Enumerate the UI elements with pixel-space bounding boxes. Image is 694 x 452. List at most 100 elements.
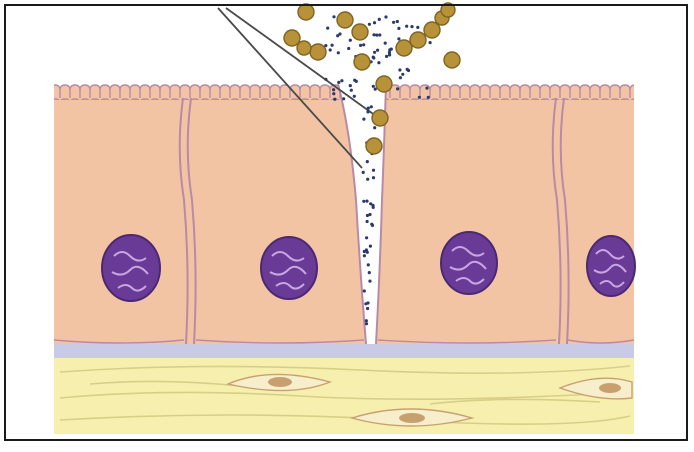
small-particle (410, 25, 413, 28)
small-particle (372, 85, 375, 88)
small-particle (366, 220, 369, 223)
small-particle (375, 34, 378, 37)
small-particle (363, 289, 366, 292)
large-particle (424, 22, 440, 38)
small-particle (363, 250, 366, 253)
small-particle (332, 88, 335, 91)
large-particle (396, 40, 412, 56)
small-particle (365, 322, 368, 325)
small-particle (350, 89, 353, 92)
small-particle (388, 53, 391, 56)
small-particle (399, 76, 402, 79)
small-particle (353, 79, 356, 82)
small-particle (372, 176, 375, 179)
small-particle (372, 56, 375, 59)
small-particle (337, 81, 340, 84)
nucleus (587, 236, 635, 296)
small-particle (405, 25, 408, 28)
small-particle (353, 95, 356, 98)
small-particle (378, 18, 381, 21)
small-particle (337, 51, 340, 54)
small-particle (371, 224, 374, 227)
small-particle (377, 61, 380, 64)
small-particle (367, 107, 370, 110)
small-particle (366, 301, 369, 304)
small-particle (349, 84, 352, 87)
small-particle (429, 41, 432, 44)
small-particle (365, 236, 368, 239)
small-particle (347, 47, 350, 50)
small-particle (384, 15, 387, 18)
small-particle (398, 68, 401, 71)
small-particle (362, 118, 365, 121)
small-particle (392, 21, 395, 24)
small-particle (397, 27, 400, 30)
small-particle (349, 39, 352, 42)
large-particle (372, 110, 388, 126)
large-particle (352, 24, 368, 40)
small-particle (378, 33, 381, 36)
small-particle (373, 126, 376, 129)
nucleus (102, 235, 160, 301)
small-particle (331, 44, 334, 47)
large-particle (298, 4, 314, 20)
small-particle (363, 254, 366, 257)
small-particle (326, 27, 329, 30)
small-particle (406, 68, 409, 71)
small-particle (416, 26, 419, 29)
large-particle (366, 138, 382, 154)
large-particle (444, 52, 460, 68)
small-particle (342, 97, 345, 100)
small-particle (362, 171, 365, 174)
small-particle (332, 92, 335, 95)
small-particle (373, 21, 376, 24)
small-particle (367, 263, 370, 266)
small-particle (362, 43, 365, 46)
large-particle (410, 32, 426, 48)
small-particle (366, 160, 369, 163)
small-particle (396, 20, 399, 23)
small-particle (368, 271, 371, 274)
small-particle (366, 307, 369, 310)
small-particle (372, 169, 375, 172)
small-particle (368, 23, 371, 26)
large-particle (441, 3, 455, 17)
nucleus (261, 237, 317, 299)
basement-membrane (54, 342, 634, 358)
small-particle (340, 79, 343, 82)
small-particle (425, 87, 428, 90)
small-particle (372, 33, 375, 36)
small-particle (333, 98, 336, 101)
large-particle (376, 76, 392, 92)
epithelial-layer (54, 98, 634, 344)
small-particle (362, 200, 365, 203)
small-particle (390, 48, 393, 51)
large-particle (284, 30, 300, 46)
small-particle (373, 51, 376, 54)
small-particle (418, 96, 421, 99)
small-particle (427, 96, 430, 99)
small-particle (368, 280, 371, 283)
small-particle (401, 73, 404, 76)
small-particle (332, 15, 335, 18)
large-particle (310, 44, 326, 60)
small-particle (366, 214, 369, 217)
small-particle (365, 200, 368, 203)
nucleus (441, 232, 497, 294)
small-particle (359, 44, 362, 47)
small-particle (384, 42, 387, 45)
small-particle (366, 178, 369, 181)
small-particle (396, 87, 399, 90)
small-particle (338, 32, 341, 35)
large-particle (354, 54, 370, 70)
small-particle (324, 78, 327, 81)
small-particle (372, 206, 375, 209)
small-particle (365, 319, 368, 322)
small-particle (385, 55, 388, 58)
small-particle (366, 110, 369, 113)
small-particle (329, 48, 332, 51)
small-particle (397, 37, 400, 40)
small-particle (376, 49, 379, 52)
